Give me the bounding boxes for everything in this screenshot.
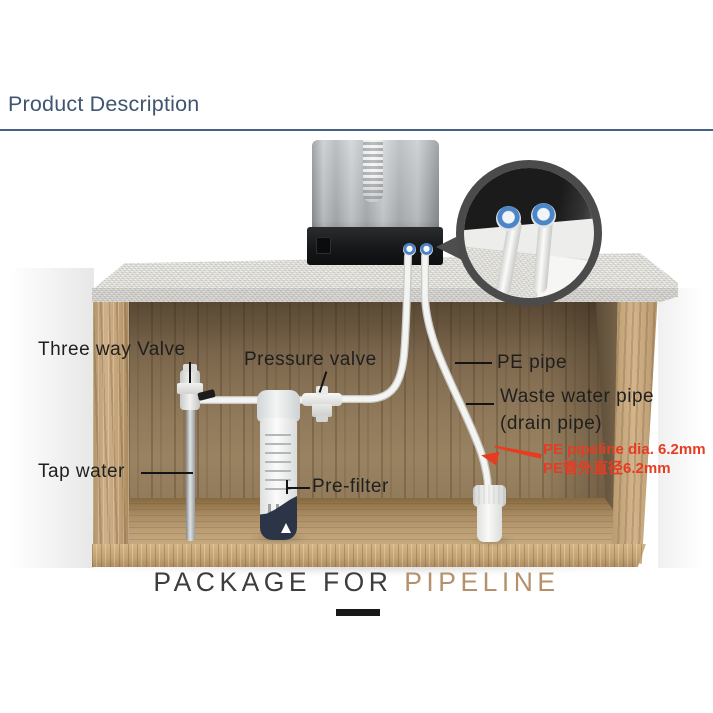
pre-filter-brand-triangle-icon — [281, 523, 291, 533]
callout-blue-fitting-right — [531, 203, 556, 228]
pressure-valve-top-stub — [316, 386, 328, 395]
label-three-way-valve: Three way Valve — [38, 339, 186, 360]
leader-line-tap-water — [141, 472, 193, 474]
pre-filter-cap — [257, 390, 300, 422]
annotation-pe-diameter-en: PE pipeline dia. 6.2mm — [543, 441, 706, 458]
leader-tick-pre-filter — [286, 480, 288, 494]
annotation-pe-diameter: PE pipeline dia. 6.2mm PE管外直径6.2mm — [543, 440, 706, 478]
leader-line-three-way-valve — [189, 362, 191, 383]
package-caption: PACKAGE FOR PIPELINE — [0, 567, 713, 598]
pressure-valve-lower-block — [312, 404, 332, 417]
cabinet-left-panel — [93, 299, 129, 567]
purifier-outlet-fitting-left — [403, 243, 416, 256]
package-caption-accent: PIPELINE — [404, 567, 560, 597]
label-pre-filter: Pre-filter — [312, 476, 389, 497]
wall-shadow-right — [658, 288, 713, 568]
label-pressure-valve: Pressure valve — [244, 349, 377, 370]
pressure-valve-tab — [316, 415, 328, 422]
leader-line-pe-pipe — [455, 362, 492, 364]
drain-canister-cap — [473, 485, 506, 507]
cabinet-floor — [95, 498, 640, 546]
page-title: Product Description — [8, 92, 200, 116]
package-caption-underline-bar — [336, 609, 380, 616]
drain-canister-body — [477, 504, 502, 542]
magnifier-callout-icon — [456, 160, 602, 306]
cabinet-bottom-rail — [92, 544, 646, 567]
purifier-outlet-fitting-right — [420, 243, 433, 256]
leader-line-waste-water-pipe — [466, 403, 494, 405]
three-way-valve-collar — [177, 383, 203, 394]
wall-shadow-left — [0, 268, 94, 568]
leader-line-pre-filter — [288, 487, 310, 489]
title-underline — [0, 129, 713, 131]
pre-filter-cartridge — [260, 418, 297, 540]
label-tap-water: Tap water — [38, 461, 125, 482]
pre-filter-navy-band — [260, 496, 297, 540]
annotation-pe-diameter-zh: PE管外直径6.2mm — [543, 460, 671, 477]
label-pe-pipe: PE pipe — [497, 352, 568, 373]
callout-blue-fitting-left — [496, 206, 521, 231]
label-waste-water-pipe-line2: (drain pipe) — [500, 413, 603, 434]
pre-filter-label-figure — [268, 504, 271, 514]
pressure-valve-body — [302, 393, 342, 406]
label-waste-water-pipe: Waste water pipe (drain pipe) — [500, 383, 654, 437]
callout-machine-base — [464, 168, 594, 231]
package-caption-prefix: PACKAGE FOR — [153, 567, 405, 597]
water-purifier-center-tube — [363, 140, 383, 202]
label-waste-water-pipe-line1: Waste water pipe — [500, 386, 655, 407]
water-purifier-base-port-detail — [316, 237, 331, 254]
